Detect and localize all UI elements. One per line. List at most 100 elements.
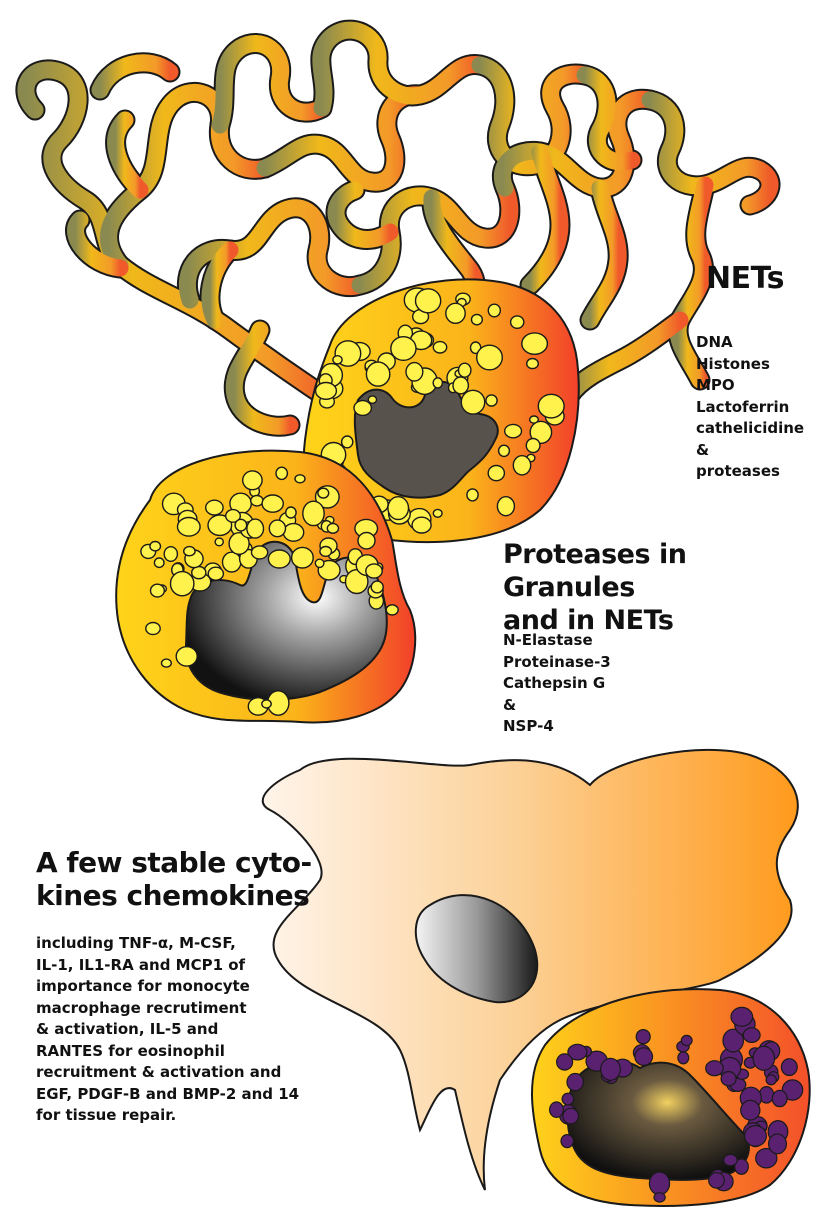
eosinophil-granule — [753, 1046, 774, 1070]
eosinophil-granule — [562, 1093, 574, 1105]
granule — [371, 581, 383, 593]
eosinophil-granule — [745, 1126, 767, 1147]
granule — [433, 342, 446, 353]
eosinophil-granule — [731, 1007, 753, 1026]
cytokines-line: macrophage recrutiment — [36, 998, 299, 1020]
granule — [522, 333, 548, 354]
granule — [262, 495, 283, 512]
eosinophil-granule — [772, 1090, 787, 1106]
granule — [513, 456, 530, 475]
cytokines-description: including TNF-α, M-CSF, IL-1, IL1-RA and… — [36, 933, 299, 1127]
eosinophil — [532, 989, 810, 1206]
granule — [459, 363, 471, 377]
granule — [262, 700, 271, 708]
granule — [243, 471, 262, 490]
nets-component: cathelicidine — [696, 418, 804, 440]
eosinophil-granule — [649, 1172, 669, 1195]
granule — [446, 303, 465, 323]
granule — [176, 647, 197, 666]
granule — [150, 542, 161, 551]
granule — [333, 356, 342, 364]
granule — [268, 550, 290, 568]
eosinophil-granule — [550, 1102, 564, 1117]
cytokines-line: & activation, IL-5 and — [36, 1019, 299, 1041]
granule — [303, 501, 324, 525]
granule — [388, 497, 409, 520]
granule — [235, 519, 247, 531]
granule — [526, 439, 540, 453]
eosinophil-granule — [557, 1054, 573, 1070]
granule — [488, 304, 500, 317]
granule — [527, 359, 539, 369]
granule — [295, 475, 305, 483]
granule — [467, 489, 478, 501]
granule — [286, 507, 296, 518]
granule — [386, 605, 398, 615]
granule — [251, 496, 263, 506]
granule — [146, 623, 160, 635]
nets-title: NETs — [706, 262, 784, 295]
granule — [292, 547, 314, 568]
eosinophil-granule — [781, 1059, 797, 1076]
cytokines-line: EGF, PDGF-B and BMP-2 and 14 — [36, 1084, 299, 1106]
granule — [184, 547, 195, 556]
granule — [327, 524, 338, 534]
granule — [511, 316, 524, 328]
granule — [406, 363, 423, 381]
granule — [505, 424, 522, 437]
granule — [247, 519, 264, 538]
nets-component: DNA — [696, 332, 804, 354]
eosinophil-granule — [743, 1028, 760, 1043]
eosinophil-granule — [766, 1075, 776, 1085]
granule — [497, 497, 514, 516]
nets-component: MPO — [696, 375, 804, 397]
eosinophil-granule — [567, 1074, 583, 1091]
granule — [315, 559, 324, 567]
proteases-title-line: Proteases in Granules — [503, 538, 827, 604]
granule — [215, 538, 223, 546]
granule — [320, 547, 332, 557]
eosinophil-granule — [563, 1108, 579, 1124]
net-fibre — [570, 320, 680, 395]
protease-item: Proteinase-3 — [503, 652, 611, 674]
granule — [488, 466, 504, 481]
cytokines-line: for tissue repair. — [36, 1105, 299, 1127]
nets-component: proteases — [696, 461, 804, 483]
granule — [453, 377, 468, 394]
granule — [178, 518, 201, 537]
nets-component-list: DNA Histones MPO Lactoferrin cathelicidi… — [696, 332, 804, 483]
granule — [433, 509, 442, 517]
granule — [391, 337, 416, 361]
granule — [276, 467, 287, 479]
granule — [162, 659, 172, 667]
protease-item: Cathepsin G — [503, 673, 611, 695]
cytokines-line: importance for monocyte — [36, 976, 299, 998]
granule — [252, 546, 268, 559]
granule — [342, 436, 353, 448]
granule — [318, 488, 329, 498]
protease-item: & — [503, 695, 611, 717]
proteases-title: Proteases in Granules and in NETs — [503, 538, 827, 637]
granule — [461, 390, 484, 414]
eosinophil-granule — [654, 1193, 665, 1202]
eosinophil-granule — [601, 1058, 621, 1080]
eosinophil-granule — [636, 1030, 650, 1044]
net-fibre — [321, 30, 480, 108]
eosinophil-granule — [721, 1072, 736, 1086]
eosinophil-granule — [561, 1135, 573, 1148]
eosinophil-granule — [724, 1154, 738, 1165]
eosinophil-granule — [769, 1134, 787, 1154]
granule — [538, 394, 564, 418]
granule — [171, 572, 194, 596]
granule — [499, 445, 510, 456]
nets-component: Lactoferrin — [696, 397, 804, 419]
granule — [358, 533, 375, 549]
granule — [192, 567, 206, 579]
granule — [269, 520, 285, 537]
granule — [416, 289, 441, 313]
granule — [154, 558, 164, 567]
granule — [206, 500, 223, 515]
granule — [366, 362, 389, 386]
granule — [283, 524, 303, 542]
granule — [316, 383, 337, 400]
